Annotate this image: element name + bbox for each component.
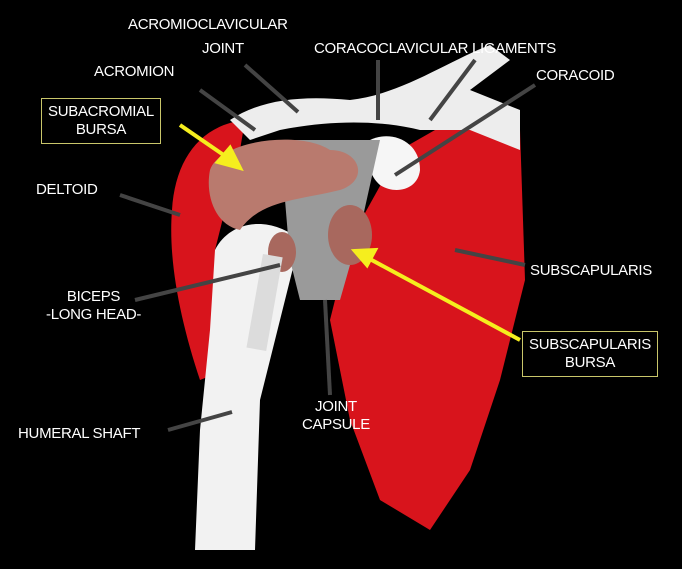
label-coracoid: CORACOID: [536, 67, 615, 84]
label-line: CAPSULE: [302, 416, 370, 433]
label-line: SUBACROMIAL: [48, 103, 154, 120]
subscapularis-muscle: [330, 110, 525, 530]
leader-lines: [119, 58, 537, 432]
label-line: JOINT: [315, 398, 357, 415]
arrow-head-icon: [350, 247, 379, 269]
highlight-arrows: [178, 123, 521, 342]
label-line: BICEPS: [66, 288, 121, 305]
label-joint-capsule: JOINT CAPSULE: [302, 398, 370, 434]
label-humeral-shaft: HUMERAL SHAFT: [18, 425, 141, 442]
label-acromion: ACROMION: [94, 63, 175, 80]
arrow-head-icon: [214, 144, 244, 172]
label-coracoclavicular-ligaments: CORACOCLAVICULAR LIGAMENTS: [314, 40, 556, 57]
label-biceps-long-head: BICEPS -LONG HEAD-: [46, 288, 141, 324]
label-deltoid: DELTOID: [36, 181, 98, 198]
label-line: -LONG HEAD-: [46, 306, 142, 323]
label-line: SUBSCAPULARIS: [529, 336, 651, 353]
subacromial-bursa: [208, 139, 359, 230]
label-line: BURSA: [75, 121, 127, 138]
biceps-tendon: [246, 253, 283, 351]
label-subacromial-bursa: SUBACROMIAL BURSA: [41, 98, 161, 144]
label-acromioclavicular: ACROMIOCLAVICULAR: [128, 16, 288, 33]
label-joint: JOINT: [202, 40, 244, 57]
label-subscapularis: SUBSCAPULARIS: [530, 262, 652, 279]
coracoid-bone: [367, 136, 420, 190]
label-subscapularis-bursa: SUBSCAPULARIS BURSA: [522, 331, 658, 377]
clavicle-bone: [230, 45, 520, 150]
label-line: BURSA: [564, 354, 616, 371]
